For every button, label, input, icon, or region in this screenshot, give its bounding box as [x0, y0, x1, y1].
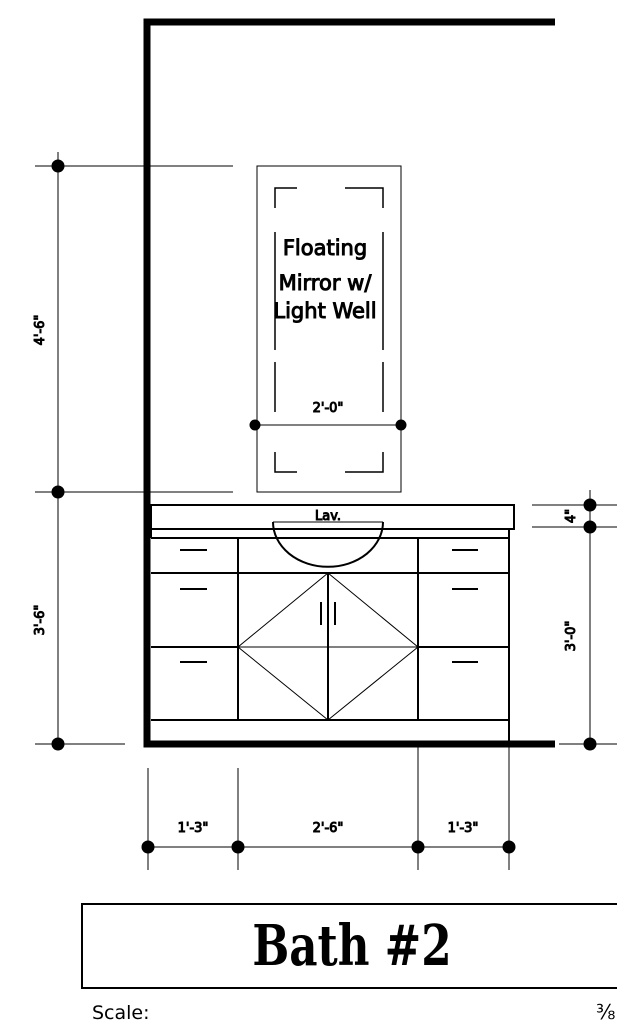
dim-bottom-left: 1'-3" [178, 821, 209, 836]
sink-label: Lav. [315, 509, 341, 524]
scale-label: Scale: [92, 1002, 150, 1024]
wall-line [143, 18, 555, 748]
dim-right-height: 3'-0" [564, 621, 579, 652]
vanity: Lav. [150, 504, 515, 742]
scale-value: ⅜ [596, 1000, 616, 1024]
title-box: Bath #2 [81, 903, 617, 989]
mirror-label-line-1: Floating [283, 236, 367, 260]
mirror-label-line-3: Light Well [273, 299, 376, 323]
dim-left-upper: 4'-6" [33, 315, 48, 346]
door-swing-lines [237, 572, 419, 721]
dim-bottom-right: 1'-3" [448, 821, 479, 836]
left-dimensions: 4'-6" 3'-6" [33, 152, 233, 751]
bottom-dimensions: 1'-3" 2'-6" 1'-3" [141, 744, 516, 870]
dim-bottom-center: 2'-6" [313, 821, 344, 836]
dim-dot [395, 419, 407, 431]
mirror-frame [256, 165, 402, 493]
drawing-title: Bath #2 [252, 913, 452, 979]
drawer-pulls [180, 549, 478, 663]
mirror-width-dim: 2'-0" [313, 401, 344, 416]
sink-bowl [272, 521, 384, 568]
dim-left-lower: 3'-6" [33, 605, 48, 636]
wall-outline [143, 18, 555, 748]
countertop [150, 504, 515, 530]
mirror-label-line-2: Mirror w/ [279, 271, 373, 295]
dim-dot [249, 419, 261, 431]
light-well-dashes [274, 187, 384, 473]
mirror: Floating Mirror w/ Light Well 2'-0" [249, 165, 407, 493]
dim-right-counter: 4" [564, 509, 579, 523]
right-dimensions: 4" 3'-0" [532, 490, 617, 751]
